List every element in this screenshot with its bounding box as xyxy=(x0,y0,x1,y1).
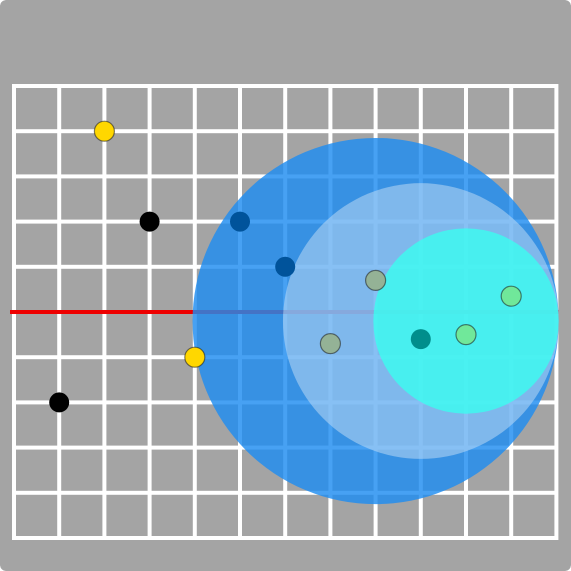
grid-cell[interactable] xyxy=(16,133,58,175)
grid-cell[interactable] xyxy=(377,88,419,130)
grid-cell[interactable] xyxy=(61,449,103,491)
grid-cell[interactable] xyxy=(61,404,103,446)
grid-cell[interactable] xyxy=(513,494,555,536)
grid-cell[interactable] xyxy=(16,404,58,446)
dark-blue-dot[interactable] xyxy=(275,256,296,277)
grid-cell[interactable] xyxy=(287,494,329,536)
grid-cell[interactable] xyxy=(196,88,238,130)
grid-cell[interactable] xyxy=(468,88,510,130)
grid-cell[interactable] xyxy=(422,88,464,130)
grid-cell[interactable] xyxy=(16,449,58,491)
circle-layer xyxy=(192,137,559,505)
grid-cell[interactable] xyxy=(106,449,148,491)
dot-layer[interactable] xyxy=(49,120,522,413)
grid-cell[interactable] xyxy=(106,359,148,401)
grid-cell[interactable] xyxy=(151,268,193,310)
grey-green-dot[interactable] xyxy=(319,333,341,355)
grid-cell[interactable] xyxy=(151,88,193,130)
grid-cell[interactable] xyxy=(61,178,103,220)
grid-cell[interactable] xyxy=(61,494,103,536)
grid-cell[interactable] xyxy=(16,223,58,265)
grid-cell[interactable] xyxy=(151,223,193,265)
grid-cell[interactable] xyxy=(196,449,238,491)
grid-cell[interactable] xyxy=(106,404,148,446)
grid-cell[interactable] xyxy=(151,404,193,446)
grid-cell[interactable] xyxy=(106,494,148,536)
black-dot[interactable] xyxy=(139,211,160,232)
grid-cell[interactable] xyxy=(151,133,193,175)
grid-cell[interactable] xyxy=(151,314,193,356)
grid-cell[interactable] xyxy=(513,449,555,491)
grid-cell[interactable] xyxy=(242,88,284,130)
grid-cell[interactable] xyxy=(16,178,58,220)
circle-small xyxy=(373,228,559,414)
grid-cell[interactable] xyxy=(196,494,238,536)
grid-cell[interactable] xyxy=(242,494,284,536)
dark-blue-dot[interactable] xyxy=(230,211,250,232)
grey-green-dot[interactable] xyxy=(365,269,387,291)
grid-cell[interactable] xyxy=(61,223,103,265)
grid-cell[interactable] xyxy=(151,494,193,536)
grid-cell[interactable] xyxy=(61,268,103,310)
yellow-dot[interactable] xyxy=(93,120,116,142)
grid-cell[interactable] xyxy=(422,494,464,536)
grid-cell[interactable] xyxy=(61,359,103,401)
green-dot[interactable] xyxy=(455,324,477,346)
black-dot[interactable] xyxy=(49,392,70,413)
grid-cell[interactable] xyxy=(106,178,148,220)
grid-cell[interactable] xyxy=(151,178,193,220)
teal-dot[interactable] xyxy=(410,329,431,350)
grid-cell[interactable] xyxy=(151,449,193,491)
grid-cell[interactable] xyxy=(106,133,148,175)
grid-cell[interactable] xyxy=(16,494,58,536)
grid-cell[interactable] xyxy=(468,494,510,536)
grid-cell[interactable] xyxy=(196,133,238,175)
grid-cell[interactable] xyxy=(16,88,58,130)
green-dot[interactable] xyxy=(500,285,522,307)
grid-cell[interactable] xyxy=(106,223,148,265)
grid-cell[interactable] xyxy=(16,314,58,356)
yellow-dot[interactable] xyxy=(184,346,206,368)
grid-cell[interactable] xyxy=(332,88,374,130)
grid-cell[interactable] xyxy=(61,133,103,175)
grid-cell[interactable] xyxy=(61,88,103,130)
grid-cell[interactable] xyxy=(106,314,148,356)
grid-cell[interactable] xyxy=(106,268,148,310)
grid-cell[interactable] xyxy=(513,88,555,130)
grid-cell[interactable] xyxy=(16,359,58,401)
grid-cell[interactable] xyxy=(151,359,193,401)
grid-cell[interactable] xyxy=(61,314,103,356)
grid-cell[interactable] xyxy=(106,88,148,130)
grid-cell[interactable] xyxy=(287,88,329,130)
grid-cell[interactable] xyxy=(16,268,58,310)
grid-cell[interactable] xyxy=(513,133,555,175)
